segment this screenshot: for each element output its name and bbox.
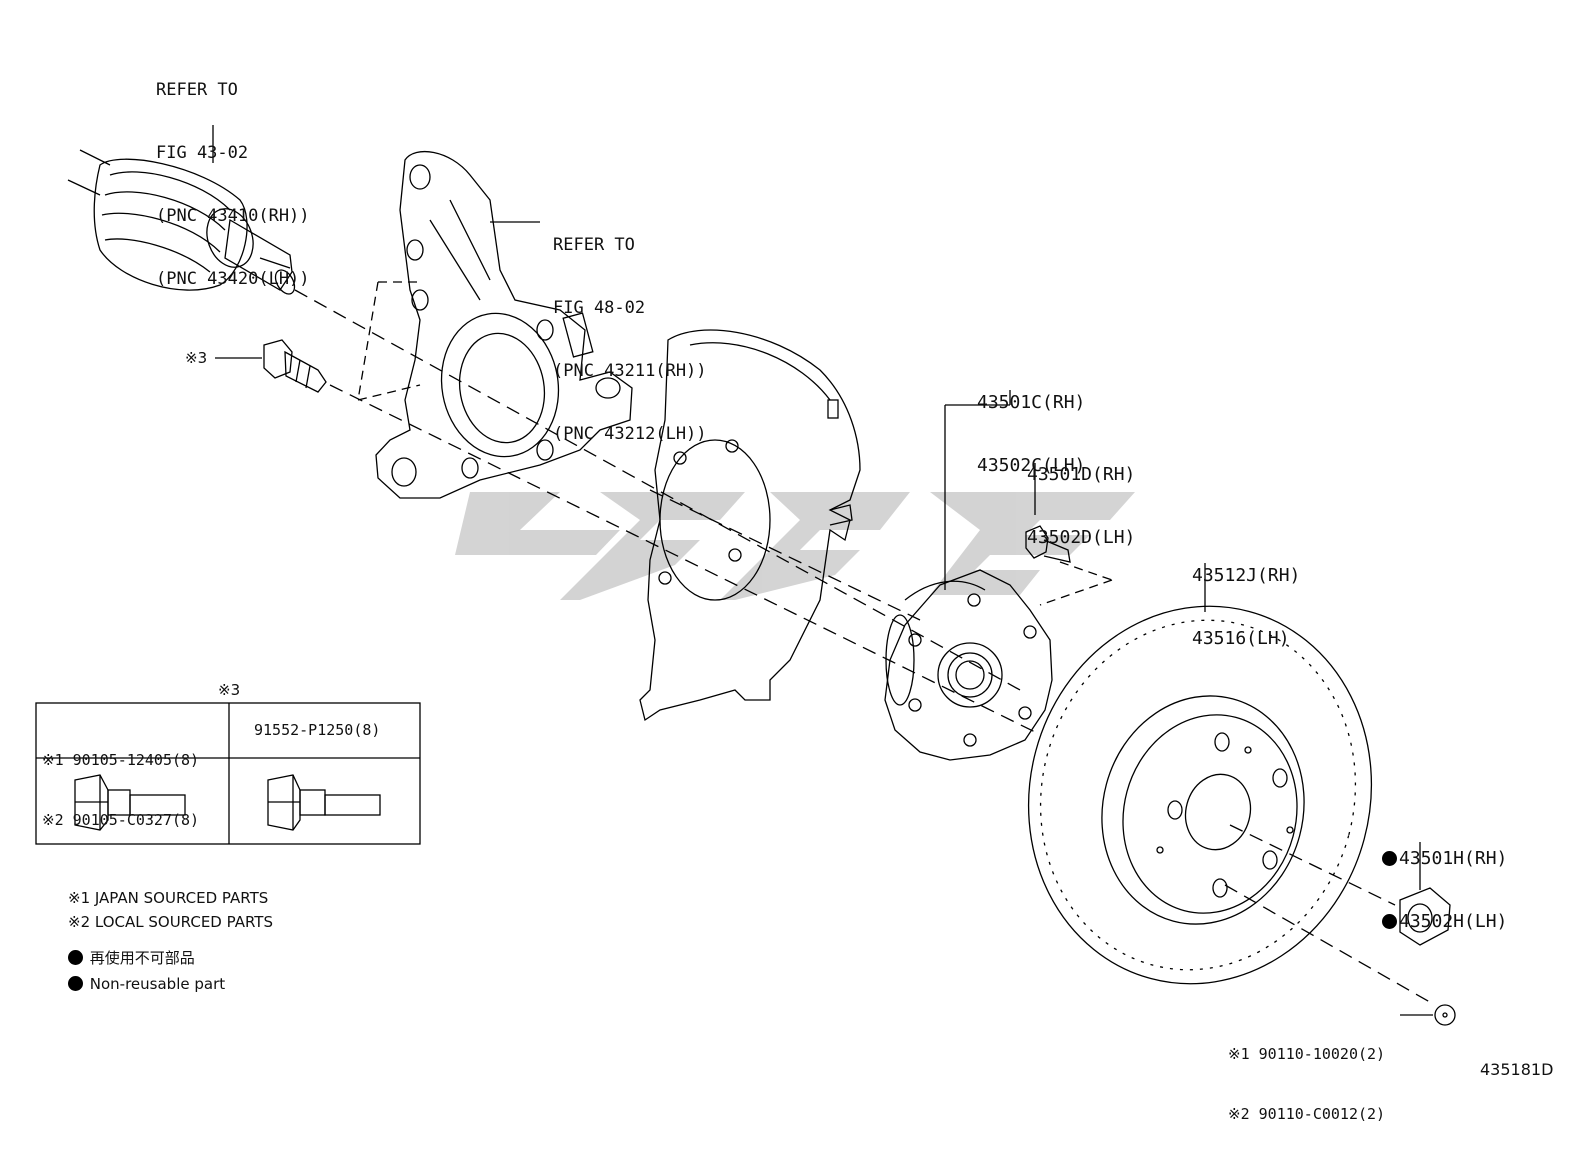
drive-shaft — [67, 149, 296, 295]
hub-nut — [1399, 887, 1451, 946]
dust-cover — [639, 329, 861, 722]
exploded-view-drawing — [35, 125, 1456, 1026]
callout-brake-disc: 43512J(RH) 43516(LH) — [1192, 523, 1300, 691]
legend-en: Non-reusable part — [68, 974, 225, 994]
note-local-sourced: ※2 LOCAL SOURCED PARTS — [68, 913, 273, 931]
callout-line: ※2 90110-C0012(2) — [1228, 1105, 1386, 1123]
bolt-table-left-header: ※1 90105-12405(8) ※2 90105-C0327(8) — [42, 710, 199, 870]
non-reusable-bullet-icon — [1382, 851, 1397, 866]
callout-bolt-note3: ※3 — [185, 349, 208, 367]
callout-knuckle: REFER TO FIG 48-02 (PNC 43211(RH)) (PNC … — [553, 193, 707, 487]
callout-line: 43502C(LH) — [977, 455, 1086, 476]
parts-diagram: REFER TO FIG 43-02 (PNC 43410(RH)) (PNC … — [35, 38, 1554, 1123]
bolt-table-right-header: 91552-P1250(8) — [254, 721, 381, 739]
non-reusable-bullet-icon — [68, 950, 83, 965]
callout-line: 43501H(RH) — [1382, 848, 1507, 869]
callout-line: ※1 90110-10020(2) — [1228, 1045, 1386, 1063]
callout-line: 43516(LH) — [1192, 628, 1290, 649]
non-reusable-bullet-icon — [1382, 914, 1397, 929]
callout-line: 43501D(RH) — [1027, 464, 1136, 485]
non-reusable-bullet-icon — [68, 976, 83, 991]
table-cell-line: ※2 90105-C0327(8) — [42, 811, 200, 829]
callout-line: FIG 48-02 — [553, 298, 646, 318]
callout-line: 43501C(RH) — [977, 392, 1086, 413]
callout-drive-shaft: REFER TO FIG 43-02 (PNC 43410(RH)) (PNC … — [156, 38, 310, 332]
callout-line: 43502D(LH) — [1027, 527, 1136, 548]
callout-hub-nut: 43501H(RH) 43502H(LH) — [1382, 806, 1507, 974]
callout-line: 43502H(LH) — [1382, 911, 1507, 932]
bolt-table-frame — [35, 702, 421, 845]
callout-line: (PNC 43410(RH)) — [156, 206, 310, 226]
hub-bolt — [1025, 525, 1071, 563]
table-cell-line: ※1 90105-12405(8) — [42, 751, 200, 769]
note-japan-sourced: ※1 JAPAN SOURCED PARTS — [68, 889, 269, 907]
callout-line: (PNC 43212(LH)) — [553, 424, 707, 444]
callout-line: FIG 43-02 — [156, 143, 249, 163]
callout-line: (PNC 43420(LH)) — [156, 269, 310, 289]
callout-line: 43512J(RH) — [1192, 565, 1301, 586]
callout-line: REFER TO — [553, 235, 635, 255]
bolt-drawing-right — [267, 774, 381, 831]
brake-disc — [1027, 605, 1373, 985]
bolt-table-title: ※3 — [218, 681, 241, 699]
watermark-logo — [455, 492, 1135, 600]
figure-id: 435181D — [1480, 1060, 1554, 1079]
screw — [1434, 1004, 1456, 1026]
steering-knuckle — [375, 150, 633, 499]
bolt-note3 — [263, 339, 327, 393]
hub-assembly — [884, 569, 1053, 761]
callout-hub-bolt: 43501D(RH) 43502D(LH) — [1027, 422, 1135, 590]
callout-line: (PNC 43211(RH)) — [553, 361, 707, 381]
callout-screw: ※1 90110-10020(2) ※2 90110-C0012(2) — [1228, 1004, 1385, 1164]
callout-hub-assembly: 43501C(RH) 43502C(LH) — [977, 350, 1085, 518]
legend-jp: 再使用不可部品 — [68, 948, 195, 968]
bolt-drawing-left — [74, 774, 186, 831]
callout-line: REFER TO — [156, 80, 238, 100]
